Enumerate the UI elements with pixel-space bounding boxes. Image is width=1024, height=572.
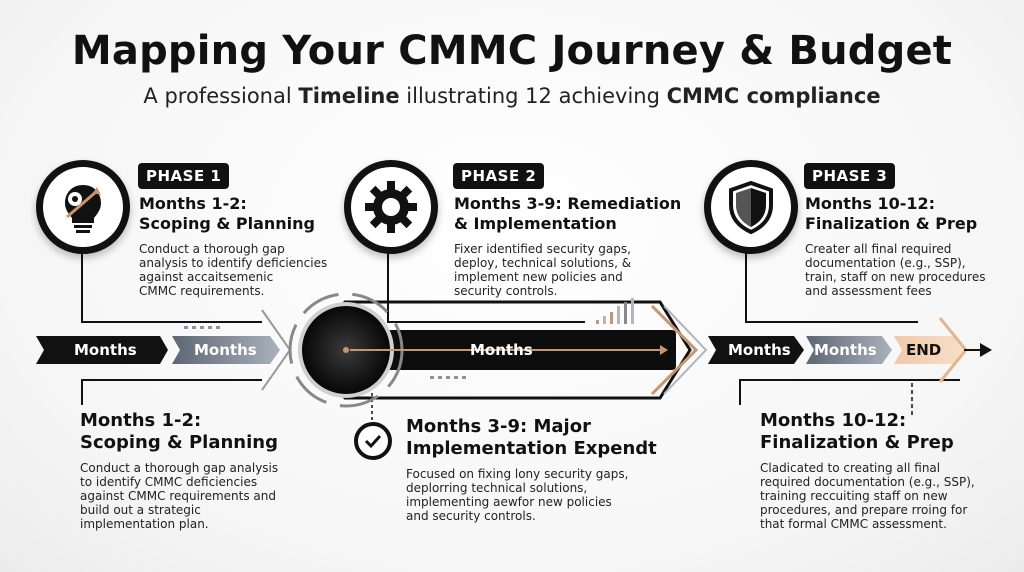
detail-1-heading: Months 1-2:Scoping & Planning [80, 410, 278, 453]
connector-line [81, 379, 262, 405]
timeline-end-arrow [980, 343, 992, 357]
phase-1-icon-circle [36, 160, 130, 254]
page-title: Mapping Your CMMC Journey & Budget [71, 28, 953, 74]
detail-2-description: Focused on fixing lony security gaps,dep… [406, 467, 629, 523]
phase-1-heading: Months 1-2:Scoping & Planning [139, 194, 315, 233]
phase-3-badge: PHASE 3 [804, 163, 896, 189]
timeline-label: Months [728, 341, 791, 359]
connector-line [739, 379, 960, 405]
timeline-label-end: END [906, 341, 942, 359]
timeline-segment [36, 336, 168, 364]
timeline-segment [708, 336, 804, 364]
shield-icon [729, 180, 773, 235]
timeline-label: Months [814, 341, 877, 359]
connector-line [387, 235, 585, 323]
timeline-label: Months [194, 341, 257, 359]
timeline-label: Months [74, 341, 137, 359]
timeline-label: Months [470, 341, 533, 359]
gear-bulb-icon [65, 185, 101, 233]
detail-3-heading: Months 10-12:Finalization & Prep [760, 410, 954, 453]
timeline-segment [806, 336, 892, 364]
phase-3-icon-circle [704, 160, 798, 254]
phase-1-badge: PHASE 1 [138, 163, 230, 189]
phase-2-badge: PHASE 2 [453, 163, 545, 189]
detail-2-check-circle [354, 422, 392, 460]
phase-2-heading: Months 3-9: Remediation& Implementation [454, 194, 682, 233]
connector-line [745, 235, 918, 323]
checkmark-icon [364, 434, 382, 449]
timeline-segment [172, 336, 280, 364]
gear-icon [365, 181, 417, 233]
connector-line [81, 235, 262, 323]
phase-2-icon-circle [344, 160, 438, 254]
timeline-segment [894, 336, 964, 364]
page-subtitle: A professional Timeline illustrating 12 … [143, 84, 881, 108]
phase-3-heading: Months 10-12:Finalization & Prep [805, 194, 978, 233]
phase-2-description: Fixer identified security gaps,deploy, t… [454, 242, 632, 298]
